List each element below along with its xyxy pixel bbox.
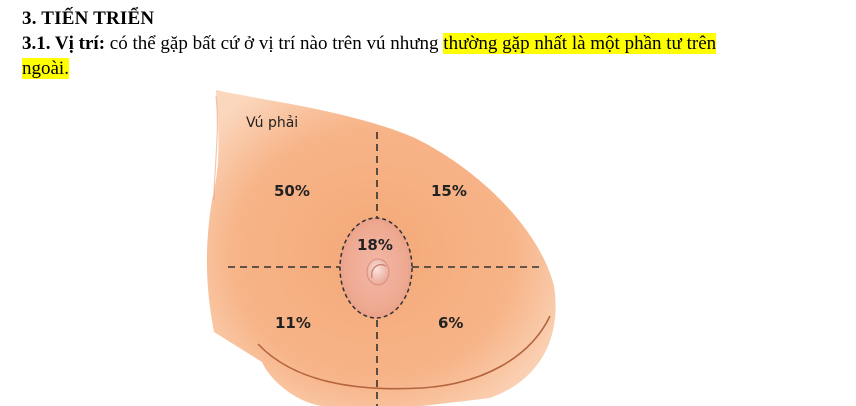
highlighted-text-1: thường gặp nhất là một phần tư trên [443, 33, 717, 54]
nipple [366, 258, 390, 286]
side-label: Vú phải [246, 115, 298, 131]
skin-fold-line [213, 95, 218, 201]
central-percent: 18% [357, 236, 393, 254]
section-heading: 3. TIẾN TRIỂN [22, 8, 155, 29]
lower-contour-line [257, 315, 551, 390]
upper-inner-percent: 15% [431, 182, 467, 200]
lower-inner-percent: 6% [438, 314, 463, 332]
nipple-detail [371, 264, 387, 279]
lower-outer-percent: 11% [275, 314, 311, 332]
location-paragraph: 3.1. Vị trí: có thể gặp bất cứ ở vị trí … [22, 31, 822, 81]
paragraph-text: có thể gặp bất cứ ở vị trí nào trên vú n… [105, 33, 444, 54]
breast-quadrant-diagram: Vú phải 50% 15% 18% 11% 6% [200, 90, 560, 406]
paragraph-label: 3.1. Vị trí: [22, 33, 106, 54]
highlighted-text-2: ngoài. [22, 58, 69, 79]
upper-outer-percent: 50% [274, 182, 310, 200]
